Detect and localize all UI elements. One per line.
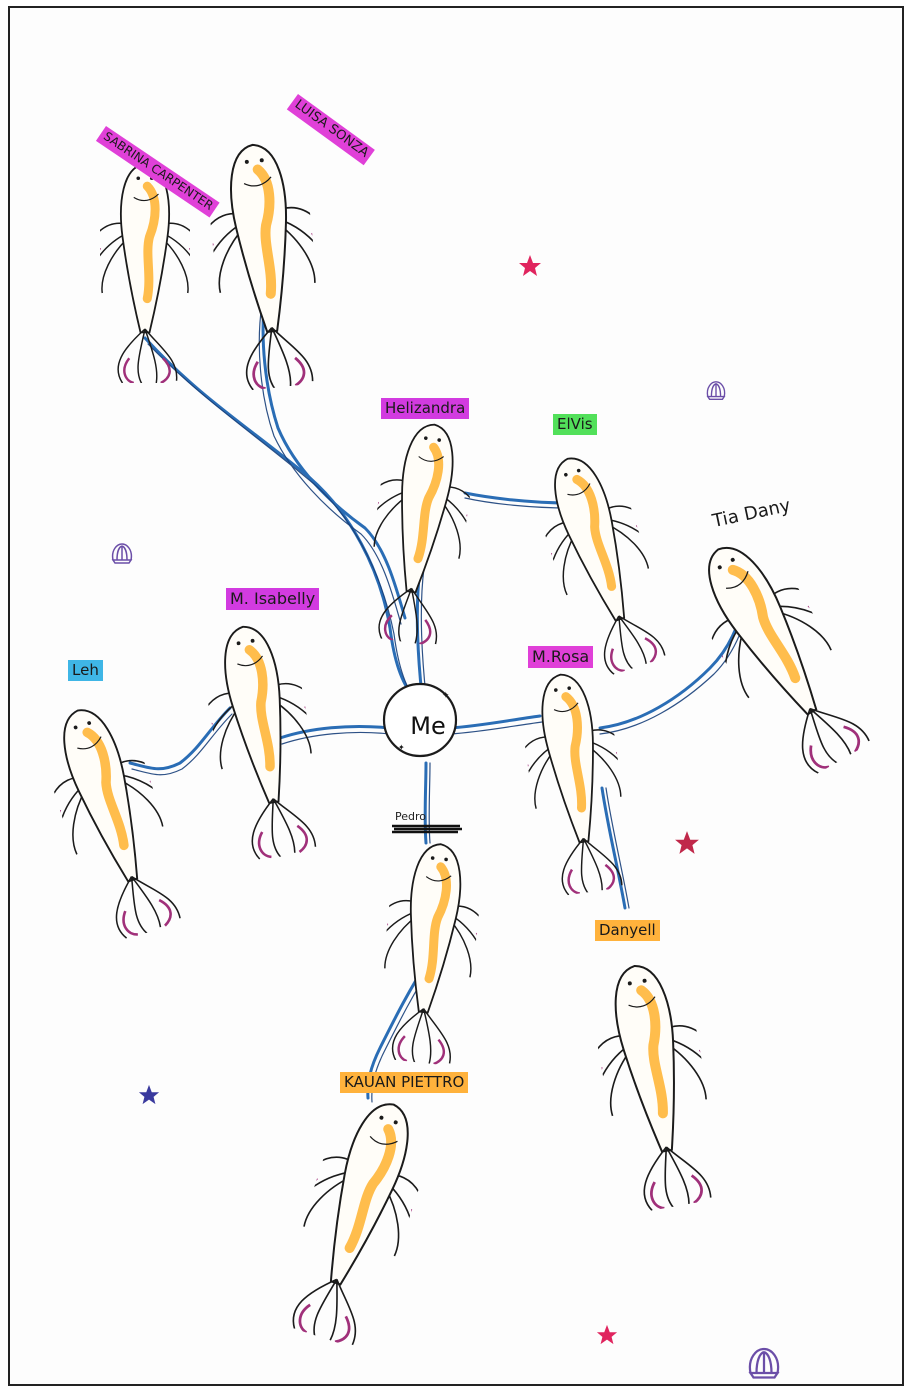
star-icon: [519, 255, 541, 276]
scribbled-name: Pedro: [395, 810, 426, 823]
fish-leh: [10, 689, 218, 956]
fish-danyell: [561, 953, 751, 1222]
node-label-kauan: KAUAN PIETTRO: [340, 1072, 468, 1093]
diagram-canvas: ✦ ✦: [10, 8, 904, 1386]
node-label-helizandra: Helizandra: [381, 398, 469, 419]
node-label-mrosa: M.Rosa: [528, 646, 593, 668]
shell-icon: [750, 1349, 778, 1378]
node-label-elvis: ElVis: [553, 414, 597, 435]
shell-icon: [113, 544, 132, 563]
star-icon: [597, 1325, 617, 1344]
shell-icon: [707, 382, 724, 399]
scribble-mark: [392, 826, 462, 832]
fish-kauan: [246, 1081, 465, 1362]
fish-tiadany: [653, 512, 904, 800]
node-label-misabelly: M. Isabelly: [226, 588, 319, 610]
family-tree-drawing: ✦ ✦ SABRINA CARPENTER LUISA SONZA Heliza…: [8, 6, 904, 1386]
fish-mrosa: [494, 665, 659, 903]
star-icon: [675, 831, 699, 854]
fish-pedro: [351, 837, 508, 1072]
star-icon: [139, 1085, 159, 1104]
center-label: Me: [390, 698, 466, 754]
node-label-leh: Leh: [68, 660, 103, 681]
node-label-danyell: Danyell: [595, 920, 660, 941]
